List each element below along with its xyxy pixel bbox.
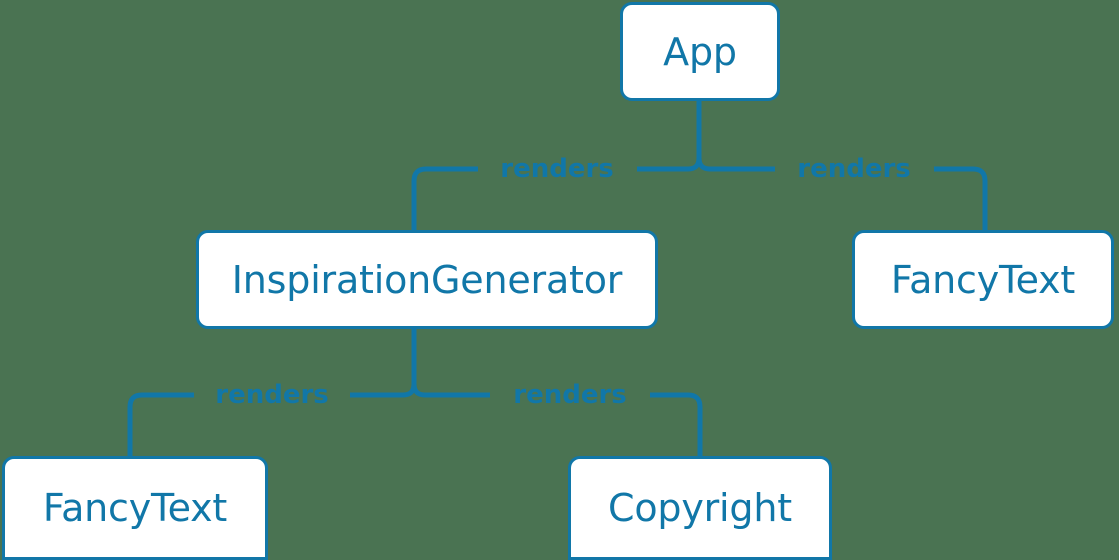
edge-app-to-inspiration-tail [411, 166, 478, 230]
edge-label-inspiration-generator-to-fancytext: renders [215, 380, 329, 410]
edge-inspiration-to-fancytext-tail [127, 392, 194, 456]
node-fancytext-bottom-label: FancyText [42, 486, 228, 530]
edge-app-stem-left [687, 157, 702, 172]
node-copyright[interactable]: Copyright [568, 456, 832, 560]
edge-label-app-to-fancytext: renders [797, 154, 911, 184]
edge-app-to-fancytext-tail [934, 166, 988, 230]
edge-inspiration-stem-left [402, 383, 417, 398]
edge-label-inspiration-generator-to-copyright: renders [513, 380, 627, 410]
node-fancytext-right-label: FancyText [890, 257, 1076, 302]
node-fancytext-bottom[interactable]: FancyText [2, 456, 268, 560]
node-inspiration-generator-label: InspirationGenerator [231, 257, 623, 302]
edge-inspiration-to-copyright-tail [650, 392, 703, 456]
node-inspiration-generator[interactable]: InspirationGenerator [196, 230, 658, 329]
node-app-label: App [663, 29, 737, 74]
node-copyright-label: Copyright [608, 486, 792, 530]
node-fancytext-right[interactable]: FancyText [852, 230, 1114, 329]
node-app[interactable]: App [620, 2, 780, 101]
edge-label-app-to-inspiration-generator: renders [500, 154, 614, 184]
